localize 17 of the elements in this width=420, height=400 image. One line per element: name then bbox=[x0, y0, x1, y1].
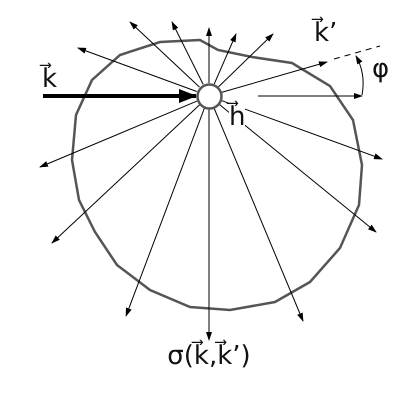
arrow bbox=[129, 21, 200, 88]
arrow bbox=[206, 27, 212, 84]
arrow bbox=[126, 108, 205, 317]
arrow bbox=[39, 100, 198, 168]
arrow bbox=[221, 61, 328, 93]
arrow bbox=[220, 100, 383, 160]
arrow bbox=[214, 108, 304, 322]
arrow bbox=[214, 33, 236, 85]
scatterer-circle bbox=[196, 82, 222, 110]
arrow bbox=[218, 33, 274, 88]
arrow bbox=[206, 108, 212, 341]
formula-label: σ(k⃗,k⃗’) bbox=[150, 340, 268, 372]
arrow bbox=[172, 21, 204, 85]
arrow bbox=[77, 48, 198, 92]
arrow bbox=[43, 89, 197, 103]
arrow bbox=[51, 104, 200, 244]
arrow bbox=[218, 104, 377, 233]
